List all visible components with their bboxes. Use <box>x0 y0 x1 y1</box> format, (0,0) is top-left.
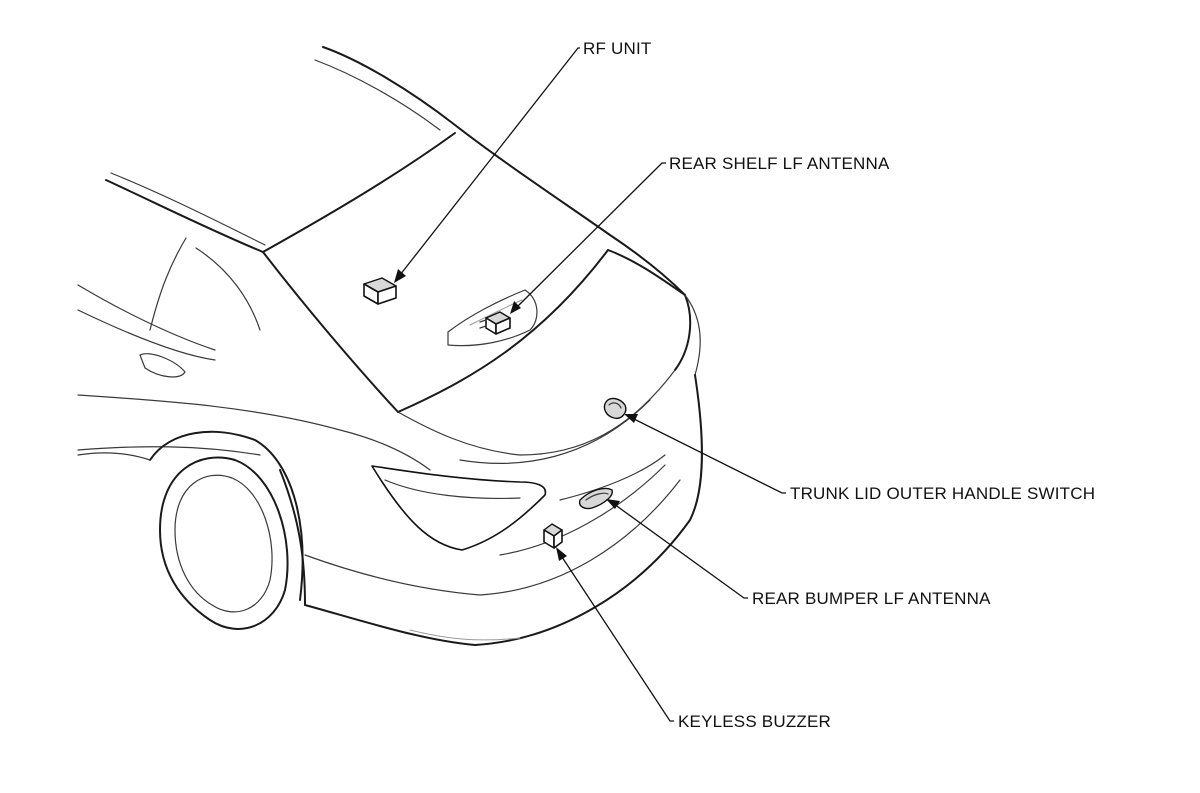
car-body-outline <box>77 46 703 646</box>
rear-shelf-lf-antenna-part <box>479 311 511 335</box>
keyless-buzzer-label: KEYLESS BUZZER <box>678 712 832 731</box>
keyless-buzzer-part <box>543 523 563 549</box>
keyless-buzzer-leader <box>556 547 674 722</box>
components <box>363 277 627 549</box>
rf-unit-leader <box>394 47 580 283</box>
rf-unit-part <box>363 277 397 305</box>
rear-shelf-lf-antenna-leader <box>510 162 666 314</box>
trunk-lid-handle-switch-leader <box>624 414 786 494</box>
rear-bumper-lf-antenna-part <box>578 487 613 510</box>
rear-bumper-lf-antenna-label: REAR BUMPER LF ANTENNA <box>752 589 991 608</box>
leader-lines <box>394 47 786 722</box>
trunk-lid-handle-switch-part <box>603 397 627 419</box>
rf-unit-label: RF UNIT <box>583 39 652 58</box>
trunk-lid-outer-handle-switch-label: TRUNK LID OUTER HANDLE SWITCH <box>790 484 1096 503</box>
rear-shelf-lf-antenna-label: REAR SHELF LF ANTENNA <box>669 154 890 173</box>
rear-bumper-lf-antenna-leader <box>606 499 748 599</box>
